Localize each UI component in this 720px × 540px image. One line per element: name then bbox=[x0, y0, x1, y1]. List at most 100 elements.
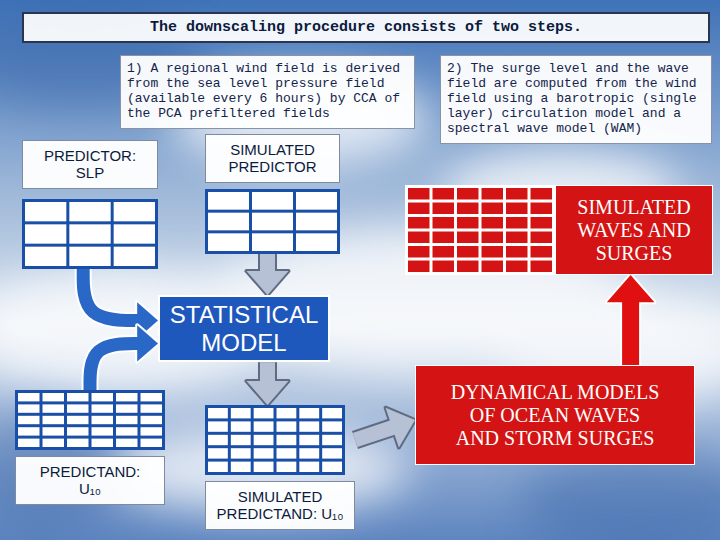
grid-cell bbox=[231, 408, 251, 418]
connector-outline bbox=[620, 294, 641, 365]
node-label: SIMULATED WAVES AND SURGES bbox=[564, 196, 704, 265]
grid-cell bbox=[322, 448, 342, 458]
grid-cell bbox=[141, 439, 163, 447]
grid-cell bbox=[299, 462, 319, 472]
grid-cell bbox=[69, 246, 110, 265]
grid-cell bbox=[506, 246, 528, 258]
grid-field bbox=[405, 185, 555, 275]
connector-group bbox=[247, 254, 289, 296]
field-label-box: PREDICTAND: U₁₀ bbox=[15, 456, 165, 505]
arrowhead bbox=[137, 325, 158, 361]
grid-cell bbox=[531, 188, 553, 200]
cloud-shadows bbox=[0, 10, 720, 540]
grid-cell bbox=[299, 435, 319, 445]
grid-frame bbox=[205, 189, 340, 254]
grid-cell bbox=[254, 462, 274, 472]
grid-cell bbox=[231, 448, 251, 458]
grid-cell bbox=[531, 232, 553, 244]
arrowhead bbox=[386, 408, 415, 448]
grid-cell bbox=[18, 404, 40, 412]
grid-cell bbox=[482, 232, 504, 244]
grid-cell bbox=[457, 246, 479, 258]
arrowhead bbox=[247, 271, 289, 295]
grid-cell bbox=[208, 212, 249, 230]
grid-cell bbox=[322, 421, 342, 431]
grid-cell bbox=[506, 188, 528, 200]
grid-cell bbox=[322, 408, 342, 418]
grid-cell bbox=[254, 408, 274, 418]
grid-cell bbox=[43, 404, 65, 412]
grid-cell bbox=[116, 404, 138, 412]
grid-frame bbox=[22, 199, 158, 269]
grid-field bbox=[15, 390, 165, 450]
grid-cell bbox=[408, 246, 430, 258]
grid-cell bbox=[531, 203, 553, 215]
field-group: SIMULATED PREDICTOR bbox=[205, 134, 340, 254]
grid-cell bbox=[277, 448, 297, 458]
grid-cell bbox=[408, 188, 430, 200]
grid-cell bbox=[141, 416, 163, 424]
grid-cell bbox=[299, 448, 319, 458]
grid-cell bbox=[116, 439, 138, 447]
grid-cell bbox=[43, 439, 65, 447]
connector-outline bbox=[83, 269, 143, 321]
grid-cell bbox=[92, 393, 114, 401]
arrowhead-outline bbox=[247, 381, 289, 405]
grid-cell bbox=[408, 203, 430, 215]
grid-cell bbox=[252, 212, 293, 230]
grid-cell bbox=[252, 233, 293, 251]
grid-cell bbox=[299, 421, 319, 431]
grid-cell bbox=[433, 246, 455, 258]
grid-cell bbox=[252, 192, 293, 210]
flow-arrow bbox=[90, 343, 143, 390]
grid-cell bbox=[67, 393, 89, 401]
grid-cell bbox=[433, 261, 455, 273]
grid-cell bbox=[457, 261, 479, 273]
node-label: PREDICTOR: SLP bbox=[40, 147, 140, 182]
connector-group bbox=[355, 408, 415, 448]
grid-cell bbox=[254, 448, 274, 458]
grid-cell bbox=[408, 261, 430, 273]
grid-cell bbox=[92, 404, 114, 412]
model-box: DYNAMICAL MODELS OF OCEAN WAVES AND STOR… bbox=[415, 365, 695, 465]
connector-group bbox=[83, 269, 158, 339]
grid-cell bbox=[92, 416, 114, 424]
arrowhead-outline bbox=[247, 271, 289, 295]
grid-cell bbox=[506, 203, 528, 215]
grid-cell bbox=[506, 232, 528, 244]
grid-cell bbox=[531, 246, 553, 258]
field-group: PREDICTAND: U₁₀ bbox=[15, 390, 165, 505]
grid-cell bbox=[277, 408, 297, 418]
grid-cell bbox=[208, 192, 249, 210]
arrowhead-outline bbox=[607, 275, 655, 302]
grid-cell bbox=[141, 427, 163, 435]
node-label: PREDICTAND: U₁₀ bbox=[33, 463, 147, 498]
field-group: SIMULATED WAVES AND SURGES bbox=[405, 185, 713, 275]
node-label: DYNAMICAL MODELS OF OCEAN WAVES AND STOR… bbox=[448, 381, 663, 450]
grid-cell bbox=[208, 435, 228, 445]
grid-cell bbox=[482, 217, 504, 229]
grid-cell bbox=[92, 439, 114, 447]
grid-cell bbox=[277, 421, 297, 431]
grid-cell bbox=[231, 462, 251, 472]
grid-cell bbox=[18, 439, 40, 447]
grid-cell bbox=[277, 462, 297, 472]
grid-cell bbox=[18, 393, 40, 401]
grid-cell bbox=[482, 188, 504, 200]
grid-cell bbox=[208, 448, 228, 458]
field-label-box: PREDICTOR: SLP bbox=[22, 140, 158, 189]
grid-cell bbox=[208, 408, 228, 418]
grid-cell bbox=[296, 212, 337, 230]
grid-cell bbox=[506, 217, 528, 229]
grid-cell bbox=[43, 427, 65, 435]
grid-cell bbox=[114, 224, 155, 243]
grid-cell bbox=[482, 261, 504, 273]
grid-cell bbox=[43, 416, 65, 424]
grid-cell bbox=[299, 408, 319, 418]
grid-cell bbox=[67, 427, 89, 435]
model-box: STATISTICAL MODEL bbox=[158, 295, 330, 362]
grid-cell bbox=[531, 261, 553, 273]
grid-cell bbox=[296, 192, 337, 210]
grid-cell bbox=[116, 416, 138, 424]
grid-cell bbox=[322, 462, 342, 472]
